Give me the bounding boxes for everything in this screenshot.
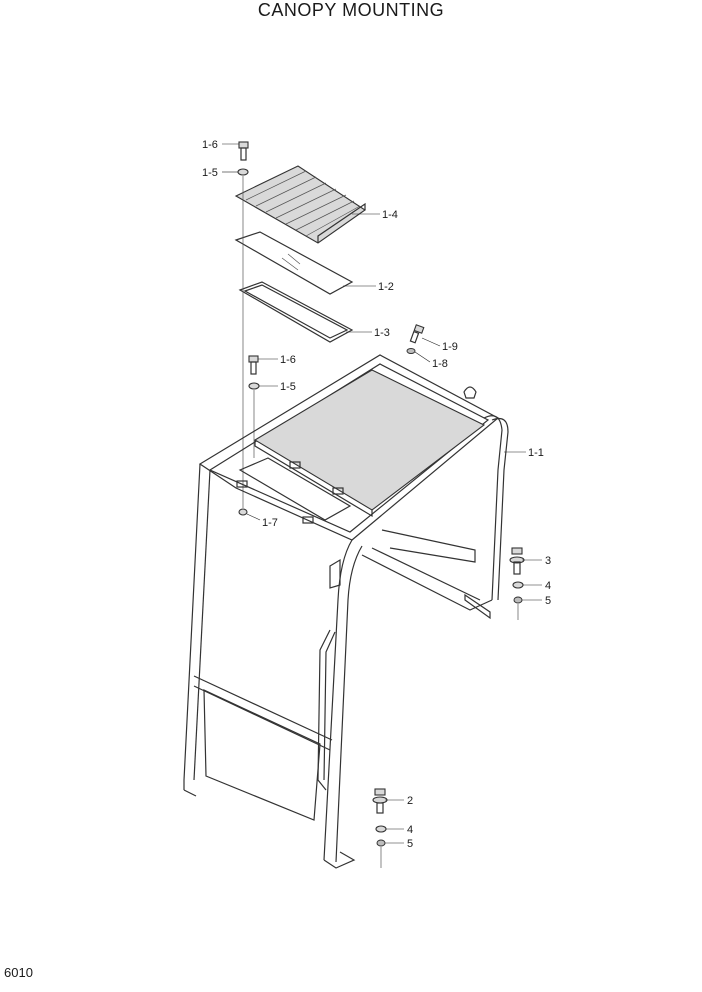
callout-1-5-mid: 1-5 [280,381,296,393]
leader-lines [222,143,542,844]
bolt-3 [509,547,525,575]
page-number: 6010 [4,965,33,980]
callout-1-8: 1-8 [432,358,448,370]
callout-4-right: 4 [545,580,551,592]
washer-4-right [512,581,524,589]
washer-1-8 [406,348,416,354]
ribbed-cover-1-4 [234,165,366,244]
callout-4-bottom: 4 [407,824,413,836]
callout-1-4: 1-4 [382,209,398,221]
callout-2: 2 [407,795,413,807]
callout-1-3: 1-3 [374,327,390,339]
callout-3: 3 [545,555,551,567]
callout-1-2: 1-2 [378,281,394,293]
bolt-1-6-top [238,141,249,161]
seal-1-3 [238,281,354,343]
washer-4-bottom [375,825,387,833]
callout-1-5-top: 1-5 [202,167,218,179]
page-title: CANOPY MOUNTING [257,0,445,20]
callout-1-1: 1-1 [528,447,544,459]
callout-1-9: 1-9 [442,341,458,353]
bolt-2 [372,788,388,814]
callout-5-right: 5 [545,595,551,607]
nut-5-right [513,596,523,604]
callout-1-7: 1-7 [262,517,278,529]
canopy-frame-1-1 [183,354,509,869]
nut-5-bottom [376,839,386,847]
glass-panel-1-2 [234,231,354,295]
washer-1-7 [238,508,248,516]
washer-1-5-top [237,168,249,176]
bolt-1-6-mid [248,355,259,375]
bolt-1-9 [409,324,425,344]
washer-1-5-mid [248,382,260,390]
callout-1-6-mid: 1-6 [280,354,296,366]
callout-5-bottom: 5 [407,838,413,850]
callout-1-6-top: 1-6 [202,139,218,151]
